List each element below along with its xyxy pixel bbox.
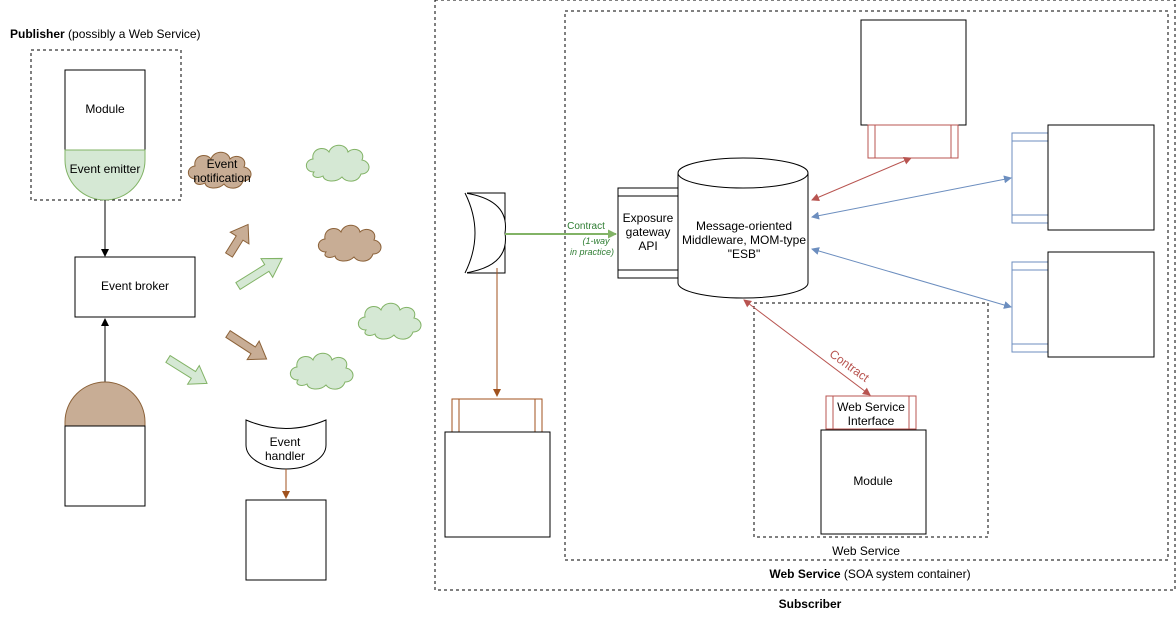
event-notification-line1: Event [207, 157, 238, 171]
right-service-2-interface [1011, 261, 1049, 353]
gateway-line3: API [638, 239, 657, 253]
right-service-1-interface [1011, 132, 1049, 224]
event-emitter-shape [64, 149, 146, 201]
web-service-module-label: Module [853, 474, 893, 488]
esb-cylinder-body [677, 173, 809, 299]
subscriber-module-interface [451, 398, 543, 433]
top-service-box [860, 19, 967, 126]
event-handler-line2: handler [265, 449, 305, 463]
block-arrow-brown-up [224, 223, 250, 258]
green-cloud-1 [305, 144, 370, 182]
esb-to-web-service-link [743, 299, 871, 396]
top-service-interface [867, 124, 959, 159]
consumer-module-box [64, 425, 146, 507]
green-cloud-3 [357, 302, 422, 340]
subscriber-module-box [444, 431, 551, 538]
event-broker-label: Event broker [101, 279, 169, 293]
subscriber-handler-mask [463, 192, 467, 274]
publisher-title: Publisher (possibly a Web Service) [10, 27, 201, 41]
web-service-container [753, 302, 989, 538]
event-emitter-label: Event emitter [70, 162, 141, 176]
soa-container [564, 10, 1169, 561]
esb-to-right-service-2-link [811, 247, 1012, 309]
gateway-line1: Exposure [623, 211, 674, 225]
esb-line2: Middleware, MOM-type [682, 233, 806, 247]
event-broker-box [74, 256, 196, 318]
handler-module-box [245, 499, 327, 581]
subscriber-container [434, 0, 1176, 591]
green-cloud-4 [289, 352, 354, 390]
web-service-module-box [820, 429, 927, 535]
esb-line1: Message-oriented [696, 219, 792, 233]
gateway-line2: gateway [626, 225, 671, 239]
web-service-interface [825, 395, 917, 430]
esb-to-right-service-1-link [811, 175, 1012, 220]
subscriber-title: Subscriber [779, 597, 842, 611]
event-notification-line2: notification [193, 171, 250, 185]
ws-interface-line2: Interface [848, 414, 895, 428]
right-service-2-box [1047, 251, 1155, 358]
esb-cylinder-top [677, 157, 809, 189]
consumer-dome-shape [64, 381, 146, 427]
contract-note-line1: (1-way [582, 236, 610, 246]
contract-note-line2: in practice) [570, 247, 614, 257]
block-arrow-brown-down [225, 329, 268, 361]
subscriber-handler-inner-curve [464, 192, 476, 274]
esb-to-top-service-link [811, 157, 912, 201]
block-arrow-green-down [165, 354, 208, 385]
publisher-module-label: Module [85, 102, 125, 116]
exposure-gateway-box [617, 187, 679, 279]
contract-label: Contract [567, 221, 605, 232]
ws-interface-line1: Web Service [837, 400, 905, 414]
soa-container-caption: Web Service (SOA system container) [769, 567, 970, 581]
right-service-1-box [1047, 124, 1155, 231]
brown-cloud-2 [317, 224, 382, 262]
esb-line3: "ESB" [728, 247, 761, 261]
web-service-caption: Web Service [832, 544, 900, 558]
event-handler-shape [245, 419, 327, 470]
block-arrow-green-mid [235, 257, 283, 291]
event-handler-line1: Event [270, 435, 301, 449]
